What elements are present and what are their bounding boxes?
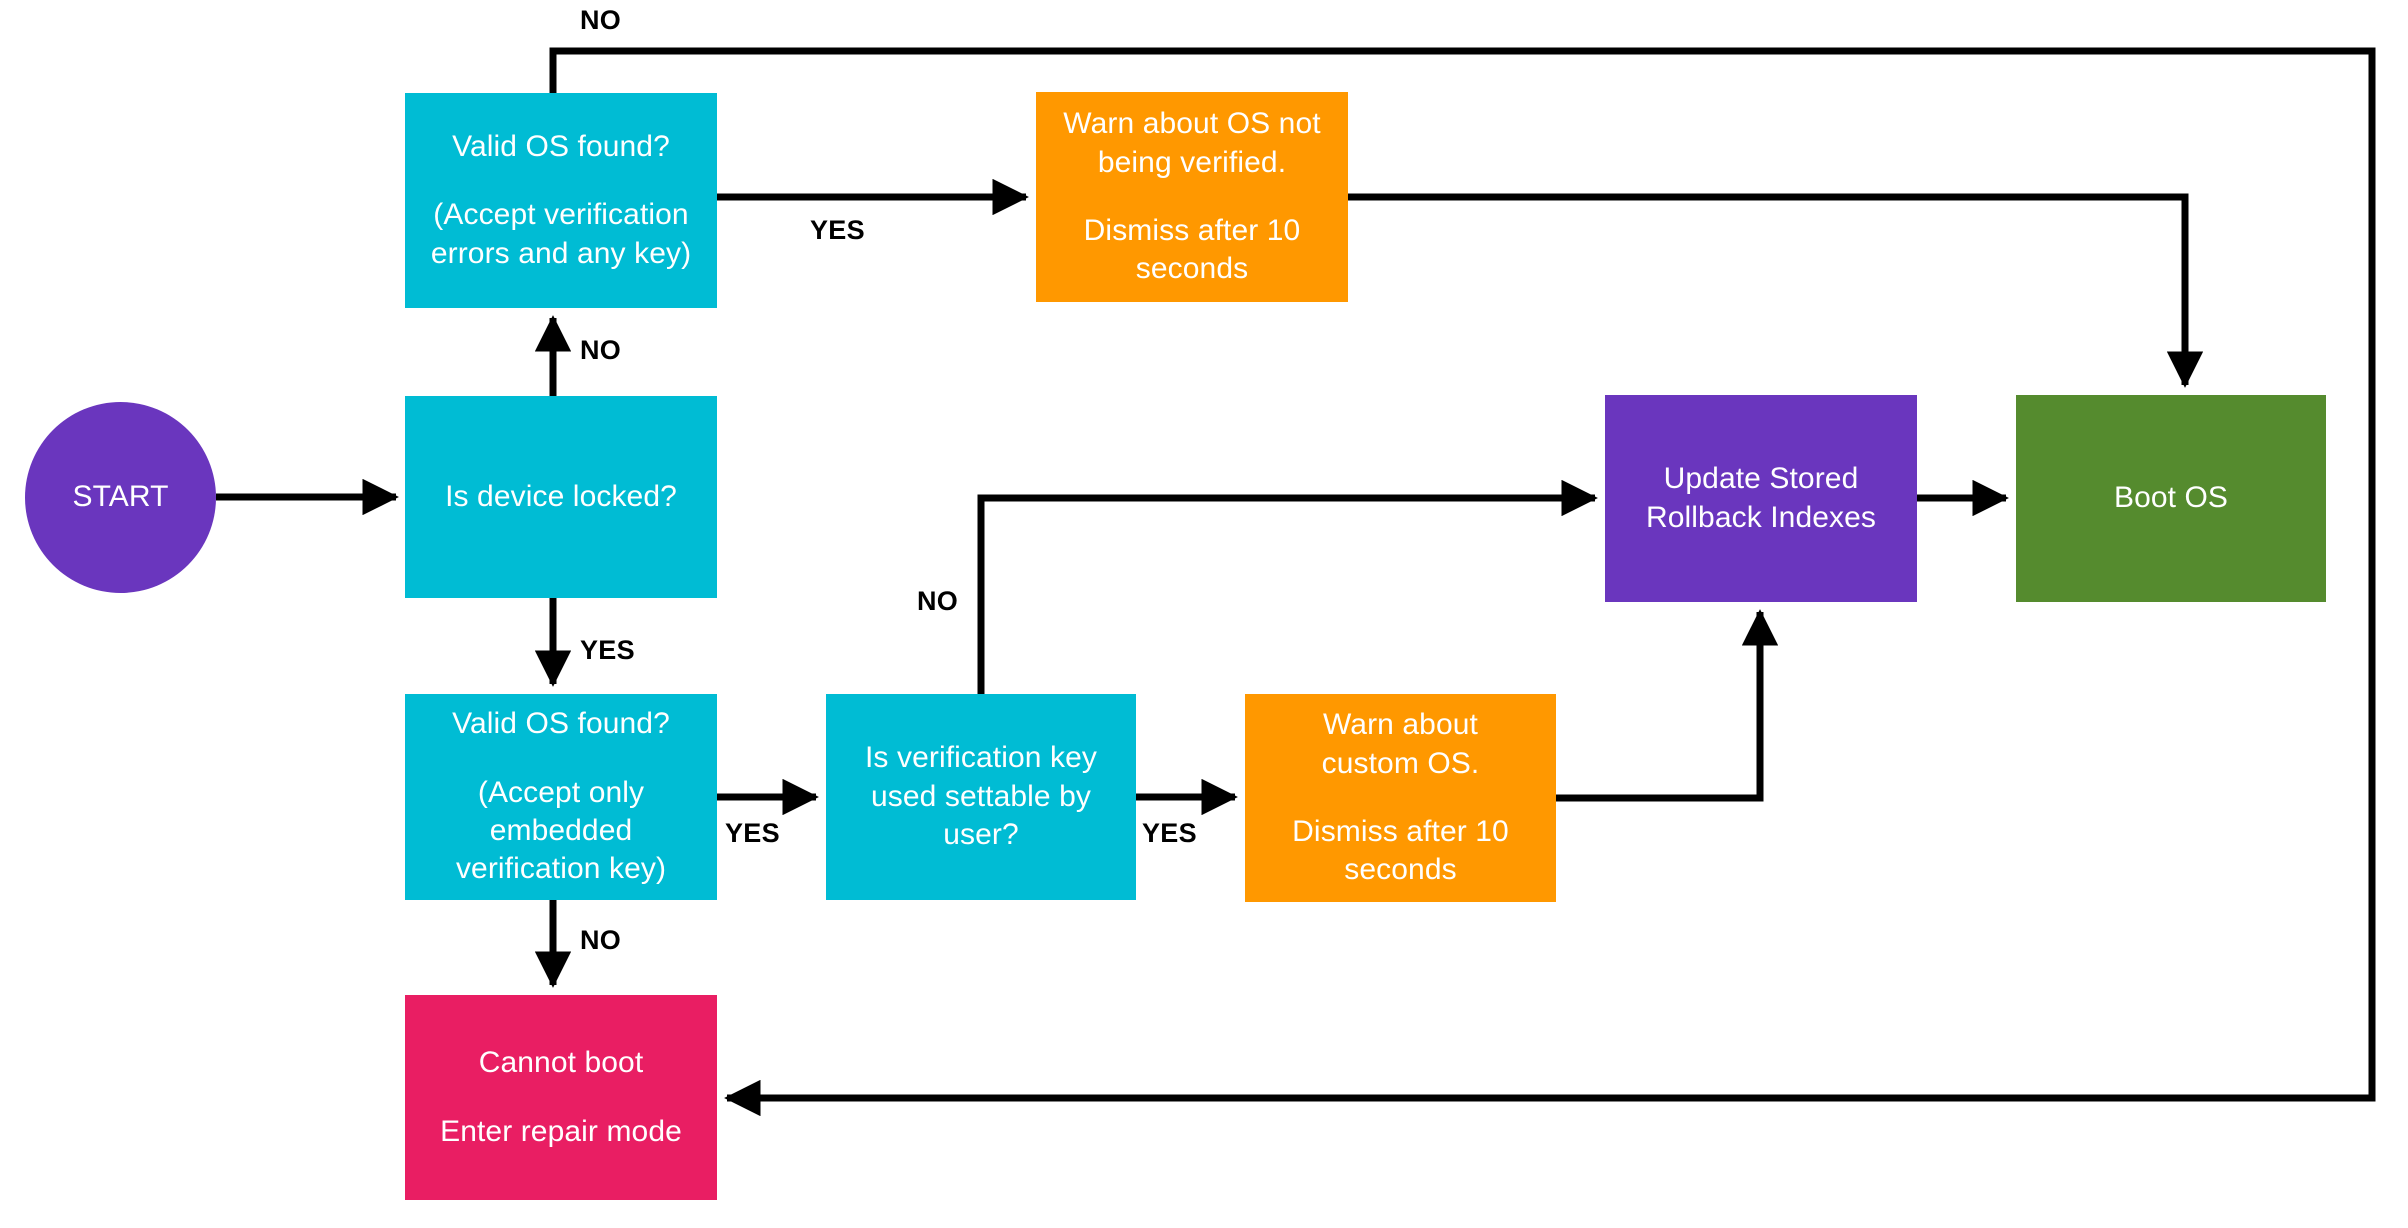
edge-label-no-valid-os-locked: NO — [580, 925, 622, 955]
node-warn-os-not-verified-line4: seconds — [1135, 252, 1249, 286]
edge-valid-os-unlocked-no — [549, 47, 2376, 1117]
node-update-stored-rollback-indexes-line2: Rollback Indexes — [1645, 500, 1877, 534]
edge-label-yes-valid-os-locked: YES — [725, 818, 780, 848]
node-boot-os-label: Boot OS — [2113, 481, 2229, 515]
edge-label-no-key-settable: NO — [917, 586, 959, 616]
node-warn-custom-os-line3: Dismiss after 10 — [1292, 815, 1509, 848]
node-warn-custom-os[interactable]: Warn about custom OS. Dismiss after 10 s… — [1245, 694, 1556, 902]
node-is-verification-key-settable-line3: user? — [943, 818, 1019, 852]
node-warn-os-not-verified[interactable]: Warn about OS not being verified. Dismis… — [1036, 92, 1348, 302]
node-is-verification-key-settable-line2: used settable by — [870, 779, 1092, 813]
edge-label-yes-valid-os-unlocked: YES — [810, 215, 865, 245]
edge-label-no-device-locked-up: NO — [580, 335, 622, 365]
node-cannot-boot-line1: Cannot boot — [478, 1046, 644, 1080]
node-valid-os-found-locked-line4: verification key) — [455, 852, 667, 886]
node-update-stored-rollback-indexes-line1: Update Stored — [1663, 462, 1859, 496]
node-boot-os[interactable]: Boot OS — [2016, 395, 2326, 602]
node-valid-os-found-unlocked[interactable]: Valid OS found? (Accept verification err… — [405, 93, 717, 308]
node-valid-os-found-unlocked-line1: Valid OS found? — [452, 129, 670, 163]
edge-warn-not-verified-to-boot-os — [1348, 193, 2204, 388]
edge-key-settable-no — [977, 479, 1598, 694]
node-valid-os-found-locked-line1: Valid OS found? — [452, 707, 670, 741]
node-is-device-locked-label: Is device locked? — [445, 479, 677, 513]
node-warn-os-not-verified-line3: Dismiss after 10 — [1083, 214, 1301, 247]
node-warn-os-not-verified-line1: Warn about OS not — [1063, 107, 1321, 141]
node-start[interactable]: START — [25, 402, 216, 593]
node-warn-custom-os-line2: custom OS. — [1321, 746, 1480, 780]
node-is-verification-key-settable[interactable]: Is verification key used settable by use… — [826, 694, 1136, 900]
node-valid-os-found-unlocked-line2: (Accept verification — [433, 198, 689, 232]
node-start-label: START — [72, 480, 169, 514]
node-is-verification-key-settable-line1: Is verification key — [865, 741, 1097, 775]
node-cannot-boot-line2: Enter repair mode — [440, 1114, 682, 1148]
edge-label-yes-device-locked: YES — [580, 635, 635, 665]
node-valid-os-found-locked-line3: embedded — [489, 814, 633, 847]
edge-warn-custom-os-to-update-rollback — [1556, 609, 1779, 802]
edge-label-no-top-loop: NO — [580, 5, 622, 35]
edge-label-yes-key-settable: YES — [1142, 818, 1197, 848]
node-is-device-locked[interactable]: Is device locked? — [405, 396, 717, 598]
node-update-stored-rollback-indexes[interactable]: Update Stored Rollback Indexes — [1605, 395, 1917, 602]
node-cannot-boot[interactable]: Cannot boot Enter repair mode — [405, 995, 717, 1200]
node-valid-os-found-unlocked-line3: errors and any key) — [430, 236, 692, 270]
node-warn-custom-os-line4: seconds — [1344, 853, 1457, 887]
node-valid-os-found-locked-line2: (Accept only — [477, 775, 645, 809]
node-warn-custom-os-line1: Warn about — [1323, 708, 1478, 742]
node-warn-os-not-verified-line2: being verified. — [1097, 145, 1287, 179]
node-valid-os-found-locked[interactable]: Valid OS found? (Accept only embedded ve… — [405, 694, 717, 900]
